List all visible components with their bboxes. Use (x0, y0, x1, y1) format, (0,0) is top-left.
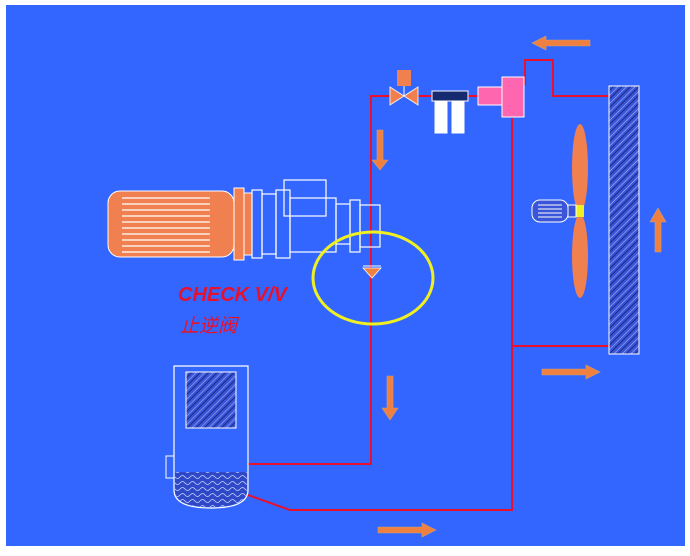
check-valve-highlight-circle (311, 230, 435, 326)
receiver-tank-icon (165, 365, 249, 509)
motor-icon (107, 187, 253, 261)
compressor-icon (251, 179, 381, 259)
flow-arrow-up-icon (649, 207, 667, 253)
check-valve-label-chinese: 止逆阀 (180, 315, 238, 337)
flow-arrow-left-icon (531, 35, 591, 51)
flow-arrow-right-icon (377, 522, 437, 538)
dryer-icon (477, 76, 525, 118)
condenser-coil-icon (608, 85, 640, 355)
check-valve-label: CHECK V/V (178, 284, 287, 306)
flow-arrow-right-icon (541, 364, 601, 380)
fan-icon (531, 124, 588, 298)
check-valve-icon (362, 265, 382, 279)
flow-arrow-down-icon (381, 375, 399, 421)
solenoid-valve-icon (389, 70, 419, 106)
filter-icon (431, 90, 469, 134)
flow-arrow-down-icon (371, 129, 389, 171)
